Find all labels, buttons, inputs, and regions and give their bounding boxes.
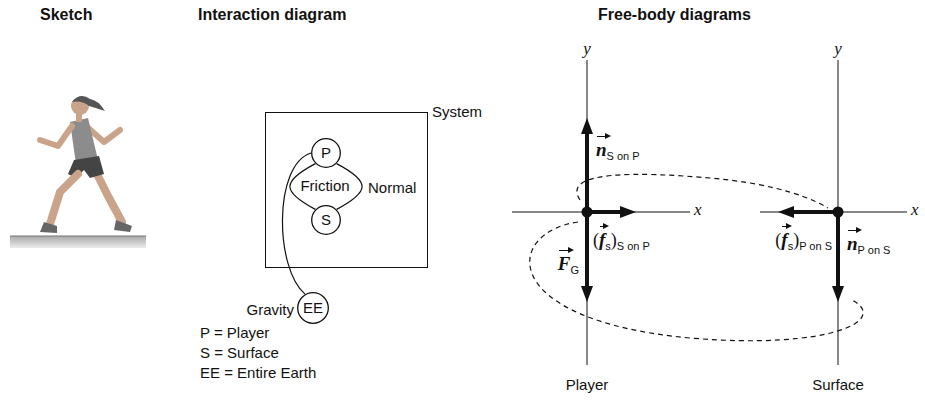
vector-arrow — [559, 250, 571, 251]
action-reaction-pair-lines — [530, 174, 863, 340]
vector-symbol: f — [781, 224, 787, 249]
vector-arrow-head — [568, 247, 574, 253]
free-body-player — [512, 60, 690, 365]
subscript: S on P — [617, 240, 650, 252]
diagram-caption: Surface — [812, 376, 864, 394]
vector-arrow-head — [603, 223, 609, 229]
diagram-caption: Player — [566, 376, 609, 394]
parenthesis: ) — [793, 230, 799, 250]
axis-label: y — [583, 40, 591, 58]
circle-shape — [298, 293, 329, 324]
axis-label: x — [911, 201, 919, 219]
object-letter: S — [321, 211, 331, 229]
column-heading: Interaction diagram — [198, 6, 346, 24]
subscript: P on S — [858, 244, 891, 256]
object-letter: EE — [303, 299, 323, 317]
subscript: G — [570, 264, 579, 276]
vector-label: nS on P — [596, 134, 640, 169]
axis-label: x — [694, 201, 702, 219]
key-entry: EE = Entire Earth — [200, 364, 316, 382]
vector-label: nP on S — [847, 228, 890, 263]
interaction-label: Normal — [368, 179, 416, 197]
key-entry: P = Player — [200, 324, 269, 342]
parenthesis: ( — [775, 230, 781, 250]
key-entry: S = Surface — [200, 344, 279, 362]
circle-shape — [312, 139, 341, 168]
interaction-label: Gravity — [246, 301, 294, 319]
free-body-surface — [760, 60, 907, 365]
vector-label: (fs)S on P — [593, 224, 650, 259]
vector-symbol: F — [558, 248, 571, 273]
vector-arrow-head — [786, 223, 792, 229]
object-circle: P — [311, 138, 341, 168]
object-circle: S — [311, 205, 341, 235]
vector-symbol: f — [599, 224, 605, 249]
vector-arrow-head — [856, 227, 862, 233]
vector-arrow — [600, 226, 605, 227]
circle-shape — [312, 206, 341, 235]
interaction-line — [282, 153, 311, 294]
parenthesis: ( — [593, 230, 599, 250]
box-title: System — [432, 103, 482, 121]
subscript: P on S — [799, 240, 832, 252]
vector-arrow-head — [605, 133, 611, 139]
object-circle: EE — [297, 292, 329, 324]
subscript: S on P — [607, 150, 640, 162]
column-heading: Free-body diagrams — [598, 6, 751, 24]
vector-arrow — [782, 226, 787, 227]
vector-arrow — [597, 136, 607, 137]
column-heading: Sketch — [40, 6, 92, 24]
interaction-label: Friction — [300, 177, 349, 195]
vector-label: (fs)P on S — [775, 224, 832, 259]
subscript: s — [788, 240, 794, 252]
vector-symbol: n — [596, 134, 607, 159]
vector-label: FG — [558, 248, 579, 283]
axis-label: y — [834, 40, 842, 58]
subscript: s — [605, 240, 611, 252]
vector-arrow — [848, 230, 858, 231]
vector-symbol: n — [847, 228, 858, 253]
object-letter: P — [321, 144, 331, 162]
runner-figure — [10, 96, 146, 248]
parenthesis: ) — [611, 230, 617, 250]
